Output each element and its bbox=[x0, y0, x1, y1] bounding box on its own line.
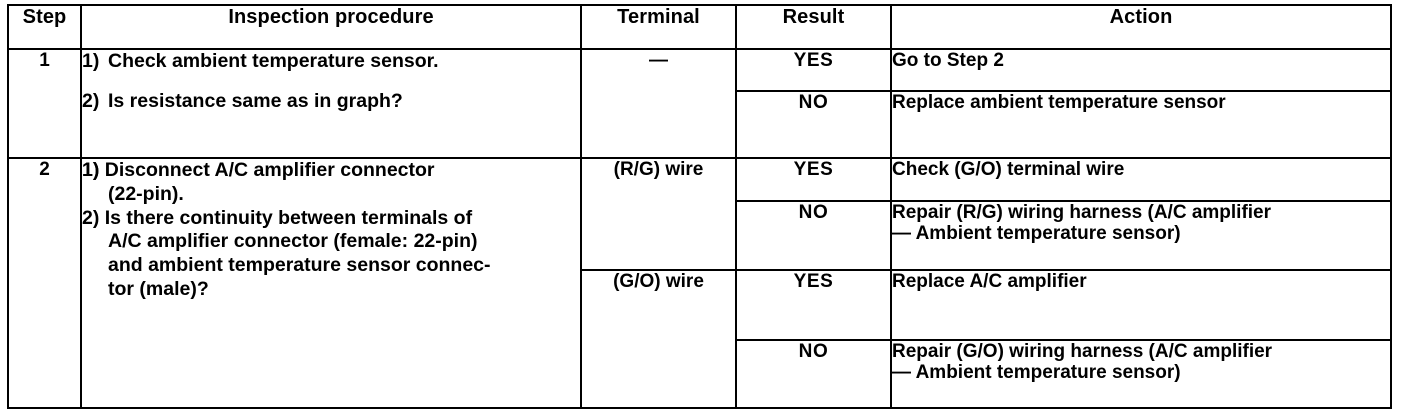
procedure-text-line: 1) Disconnect A/C amplifier connector bbox=[82, 159, 435, 181]
procedure-text-line: tor (male)? bbox=[108, 277, 209, 300]
troubleshooting-table: Step Inspection procedure Terminal Resul… bbox=[7, 4, 1392, 409]
action-text-line: Repair (G/O) wiring harness (A/C amplifi… bbox=[892, 341, 1273, 362]
inspection-procedure-step-1: 1) Check ambient temperature sensor. 2) … bbox=[80, 48, 582, 159]
procedure-text-line: 2) Is there continuity between terminals… bbox=[82, 206, 473, 229]
result-yes: YES bbox=[735, 48, 892, 92]
em-dash-placeholder: — bbox=[649, 50, 668, 71]
column-header-terminal: Terminal bbox=[580, 4, 737, 50]
terminal-value-go-wire: (G/O) wire bbox=[580, 269, 737, 409]
column-header-result: Result bbox=[735, 4, 892, 50]
action-go-to-step-2: Go to Step 2 bbox=[890, 48, 1392, 92]
table-row: 1 1) Check ambient temperature sensor. 2… bbox=[7, 48, 1392, 159]
result-no: NO bbox=[735, 200, 892, 271]
procedure-item: 2) Is there continuity between terminals… bbox=[82, 207, 580, 302]
procedure-item: 2) Is resistance same as in graph? bbox=[82, 90, 580, 114]
procedure-marker: 1) bbox=[82, 50, 100, 72]
inspection-procedure-step-2: 1) 1) Disconnect A/C amplifier connector… bbox=[80, 157, 582, 409]
table-row: 2 1) 1) Disconnect A/C amplifier connect… bbox=[7, 157, 1392, 409]
terminal-value-rg-wire: (R/G) wire bbox=[580, 157, 737, 271]
procedure-text: 2) Is there continuity between terminals… bbox=[82, 207, 580, 302]
procedure-text-line: and ambient temperature sensor connec- bbox=[108, 254, 491, 277]
terminal-value-step-1: — bbox=[580, 48, 737, 159]
action-text-line: Repair (R/G) wiring harness (A/C amplifi… bbox=[892, 202, 1272, 223]
procedure-text: Is resistance same as in graph? bbox=[108, 89, 403, 112]
action-text-line: — Ambient temperature sensor) bbox=[892, 362, 1181, 384]
procedure-text-line: A/C amplifier connector (female: 22-pin) bbox=[108, 230, 478, 253]
action-repair-rg-wiring-harness: Repair (R/G) wiring harness (A/C amplifi… bbox=[890, 200, 1392, 271]
procedure-item: 1) 1) Disconnect A/C amplifier connector… bbox=[82, 159, 580, 207]
table-row: NO Repair (R/G) wiring harness (A/C ampl… bbox=[8, 200, 1392, 271]
table-row: NO Replace ambient temperature sensor bbox=[8, 90, 1392, 159]
procedure-marker: 1) bbox=[82, 159, 100, 181]
table-row: (G/O) wire YES Replace A/C amplifier bbox=[8, 269, 1392, 409]
procedure-marker: 2) bbox=[82, 89, 100, 112]
procedure-text: Check ambient temperature sensor. bbox=[108, 50, 439, 72]
result-no: NO bbox=[735, 339, 892, 409]
column-header-action: Action bbox=[890, 4, 1392, 50]
action-check-go-terminal-wire: Check (G/O) terminal wire bbox=[890, 157, 1392, 202]
result-yes: YES bbox=[735, 269, 892, 341]
table-row: NO Repair (G/O) wiring harness (A/C ampl… bbox=[8, 339, 1392, 409]
procedure-text: 1) Disconnect A/C amplifier connector (2… bbox=[82, 159, 580, 207]
procedure-text-line: (22-pin). bbox=[108, 182, 184, 205]
action-replace-ambient-temperature-sensor: Replace ambient temperature sensor bbox=[890, 90, 1392, 159]
column-header-inspection-procedure: Inspection procedure bbox=[80, 4, 582, 50]
procedure-spacer bbox=[82, 74, 580, 90]
result-no: NO bbox=[735, 90, 892, 159]
action-replace-ac-amplifier: Replace A/C amplifier bbox=[890, 269, 1392, 341]
action-repair-go-wiring-harness: Repair (G/O) wiring harness (A/C amplifi… bbox=[890, 339, 1392, 409]
procedure-item: 1) Check ambient temperature sensor. bbox=[82, 50, 580, 74]
action-text-line: — Ambient temperature sensor) bbox=[892, 223, 1181, 245]
table-header-row: Step Inspection procedure Terminal Resul… bbox=[7, 4, 1392, 50]
step-number-1: 1 bbox=[7, 48, 82, 159]
result-yes: YES bbox=[735, 157, 892, 202]
step-number-2: 2 bbox=[7, 157, 82, 409]
column-header-step: Step bbox=[7, 4, 82, 50]
